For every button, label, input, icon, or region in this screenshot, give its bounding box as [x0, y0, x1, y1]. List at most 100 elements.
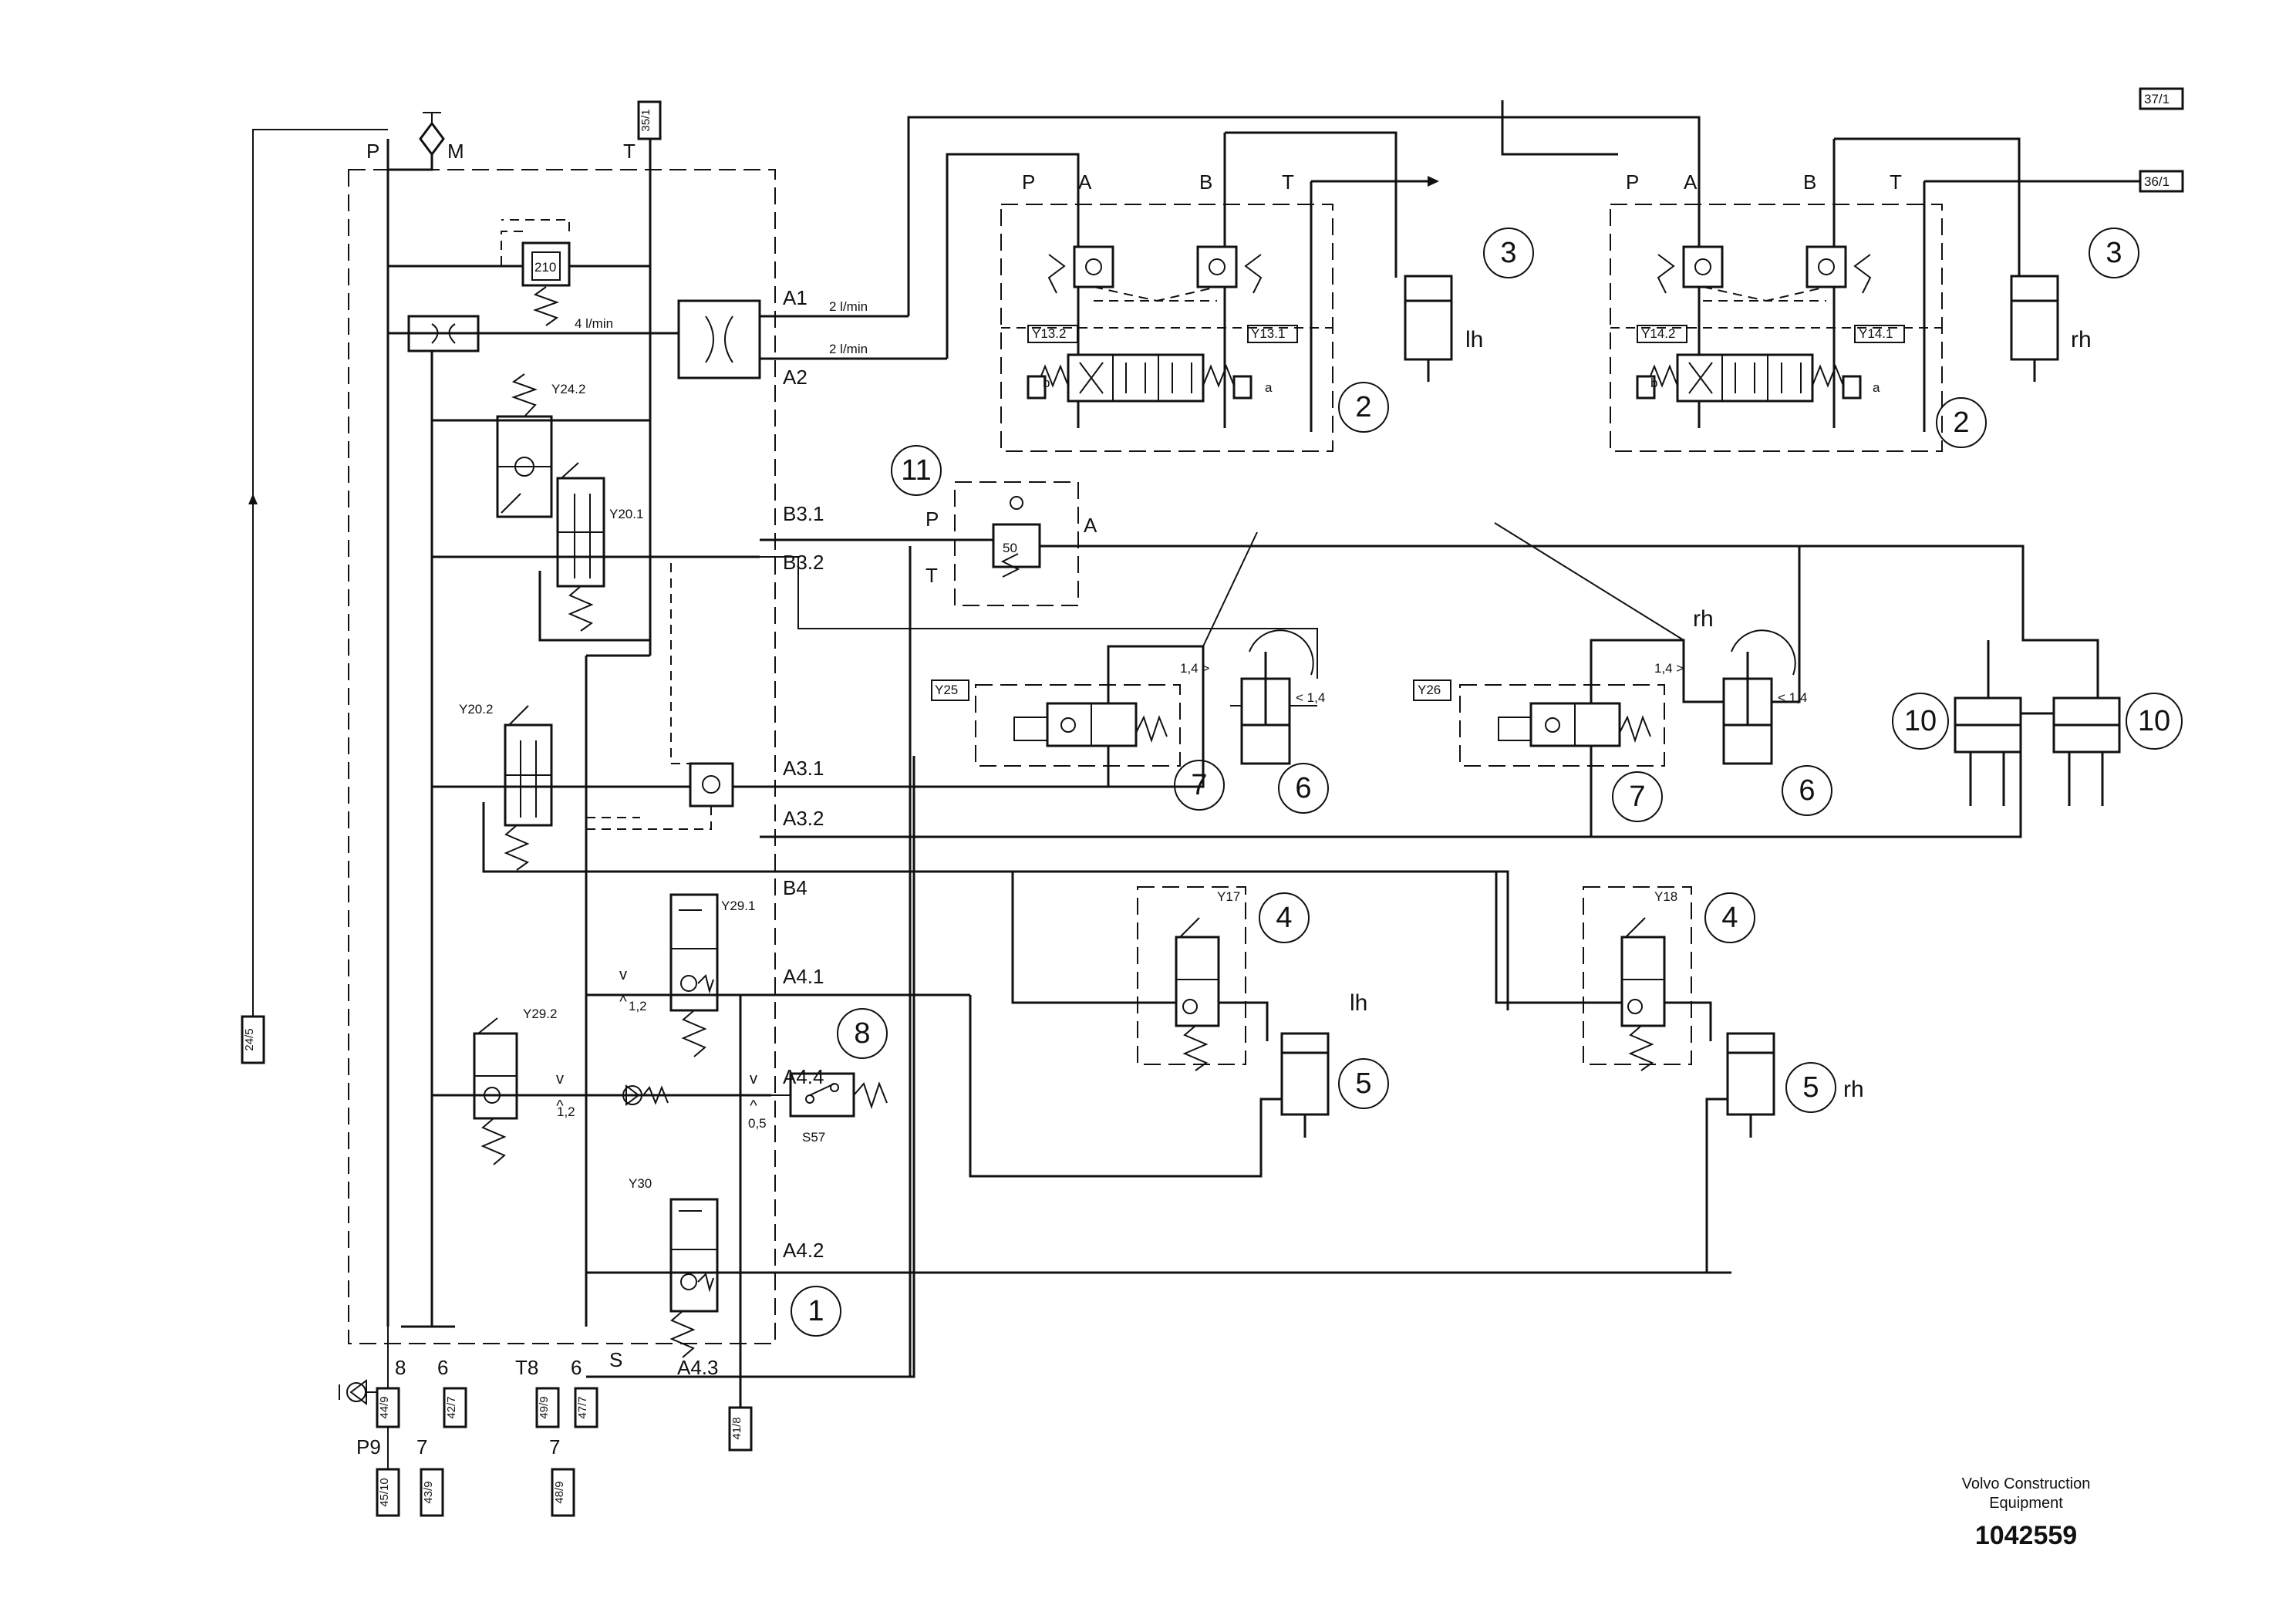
ref-45-10: 45/10	[376, 1468, 400, 1517]
ref-47-7: 47/7	[574, 1387, 598, 1428]
svg-text:A1: A1	[783, 286, 807, 309]
callout-7-rh: 7	[1612, 771, 1663, 822]
svg-text:A: A	[1684, 170, 1698, 194]
valve-port-labels: P A B T b a P A B T b a P A T	[925, 170, 1902, 587]
svg-text:< 1,4: < 1,4	[1778, 690, 1807, 705]
svg-text:A: A	[1084, 514, 1097, 537]
svg-text:6: 6	[1295, 772, 1311, 804]
ref-36-1: 36/1	[2139, 170, 2184, 193]
svg-text:44/9: 44/9	[378, 1396, 391, 1418]
callout-10-a: 10	[1892, 693, 1949, 750]
flow-divider-main	[677, 299, 947, 379]
svg-text:6: 6	[1799, 774, 1815, 807]
svg-text:Y13.1: Y13.1	[1251, 326, 1285, 341]
pressure-switch-s57: v ^ v ^	[556, 1071, 888, 1118]
svg-text:^: ^	[619, 993, 627, 1010]
svg-text:P: P	[925, 508, 939, 531]
svg-text:T: T	[623, 140, 636, 163]
ref-41-8: 41/8	[728, 1406, 753, 1452]
lock-valve-right-a	[1682, 245, 1724, 288]
solenoid-valve-y29-2	[432, 1017, 771, 1165]
svg-text:1,4 >: 1,4 >	[1180, 661, 1209, 676]
ref-box-outlines	[931, 679, 1451, 701]
svg-text:^: ^	[750, 1098, 757, 1114]
svg-text:A3.2: A3.2	[783, 807, 824, 830]
svg-text:B4: B4	[783, 876, 807, 899]
cylinder-5-rh	[1705, 1032, 1775, 1273]
callout-8: 8	[837, 1008, 888, 1059]
svg-text:2: 2	[1953, 406, 1969, 439]
callout-2-rh: 2	[1936, 397, 1987, 448]
ref-42-7: 42/7	[443, 1387, 467, 1428]
side-labels: lh rh rh lh rh	[1350, 327, 2092, 1102]
svg-text:rh: rh	[2071, 327, 2092, 352]
solenoid-valve-y24-2	[432, 373, 650, 518]
flow-divider-small	[388, 315, 679, 1327]
callout-4-rh: 4	[1704, 892, 1755, 943]
callout-6-lh: 6	[1278, 763, 1329, 814]
cylinder-3-lh	[1404, 275, 1453, 382]
ref-35-1: 35/1	[637, 100, 662, 140]
svg-text:37/1: 37/1	[2144, 92, 2170, 106]
svg-text:11: 11	[901, 454, 931, 487]
callout-10-b: 10	[2126, 693, 2183, 750]
ref-43-9: 43/9	[420, 1468, 444, 1517]
flow-labels: 4 l/min 2 l/min 2 l/min 210 50 1,2 1,2 0…	[534, 260, 1807, 1131]
svg-text:1,2: 1,2	[629, 999, 647, 1013]
svg-text:49/9: 49/9	[538, 1396, 551, 1418]
svg-text:1,2: 1,2	[557, 1104, 575, 1119]
solenoid-valve-y30	[586, 1198, 1731, 1358]
svg-text:2 l/min: 2 l/min	[829, 342, 868, 356]
svg-text:36/1: 36/1	[2144, 174, 2170, 189]
svg-text:B3.2: B3.2	[783, 551, 824, 574]
check-valve-middle	[622, 1084, 669, 1106]
callout-2-lh: 2	[1338, 382, 1389, 433]
svg-text:3: 3	[2106, 237, 2122, 269]
callout-5-rh: 5	[1785, 1062, 1836, 1113]
svg-text:T8: T8	[515, 1356, 538, 1379]
svg-text:43/9: 43/9	[422, 1481, 435, 1503]
svg-text:a: a	[1265, 380, 1273, 395]
svg-text:Y29.1: Y29.1	[721, 899, 755, 913]
svg-text:rh: rh	[1843, 1077, 1864, 1102]
lock-valve-left-b	[1196, 245, 1238, 288]
svg-text:6: 6	[571, 1356, 582, 1379]
svg-text:M: M	[447, 140, 464, 163]
pressure-reducing-valve-11	[760, 481, 1799, 1377]
valve-y17	[1011, 872, 1269, 1071]
svg-text:4: 4	[1276, 902, 1292, 934]
svg-text:B3.1: B3.1	[783, 502, 824, 525]
cylinder-6-lh	[1202, 531, 1317, 765]
ref-24-5: 24/5	[241, 1015, 265, 1064]
company-line2: Equipment	[1989, 1495, 2063, 1512]
svg-text:A4.3: A4.3	[677, 1356, 719, 1379]
svg-text:45/10: 45/10	[378, 1478, 391, 1507]
svg-text:A4.2: A4.2	[783, 1239, 824, 1262]
callout-11: 11	[891, 445, 942, 496]
page-references: 35/1 37/1 36/1 24/5 44/9 42/7 45/10 43/9…	[241, 87, 2184, 1517]
svg-text:3: 3	[1500, 237, 1516, 269]
callouts: 1 2 2 3 3 4 4 5 5 6 6 7 7 8 10 10 11	[791, 228, 2183, 1337]
svg-text:Y13.2: Y13.2	[1032, 326, 1066, 341]
callout-4-lh: 4	[1259, 892, 1310, 943]
ref-49-9: 49/9	[535, 1387, 560, 1428]
lock-valve-right-b	[1805, 245, 1847, 288]
company-line1: Volvo Construction	[1962, 1475, 2091, 1492]
svg-text:T: T	[1282, 170, 1294, 194]
svg-text:7: 7	[1191, 769, 1207, 801]
gauge-port-m	[419, 112, 445, 157]
svg-text:A4.1: A4.1	[783, 965, 824, 988]
svg-text:b: b	[1043, 376, 1050, 390]
svg-text:10: 10	[1904, 705, 1937, 737]
svg-text:Y29.2: Y29.2	[523, 1007, 557, 1021]
svg-text:b: b	[1650, 376, 1657, 390]
svg-text:T: T	[925, 564, 938, 587]
svg-text:8: 8	[395, 1356, 406, 1379]
directional-valve-rh	[1676, 353, 1814, 403]
svg-text:Y14.2: Y14.2	[1641, 326, 1675, 341]
svg-text:35/1: 35/1	[639, 109, 652, 131]
svg-text:Y20.1: Y20.1	[609, 507, 643, 521]
svg-text:0,5: 0,5	[748, 1116, 767, 1131]
solenoid-valve-y29-1: v ^	[586, 893, 970, 1057]
svg-text:7: 7	[416, 1435, 427, 1458]
